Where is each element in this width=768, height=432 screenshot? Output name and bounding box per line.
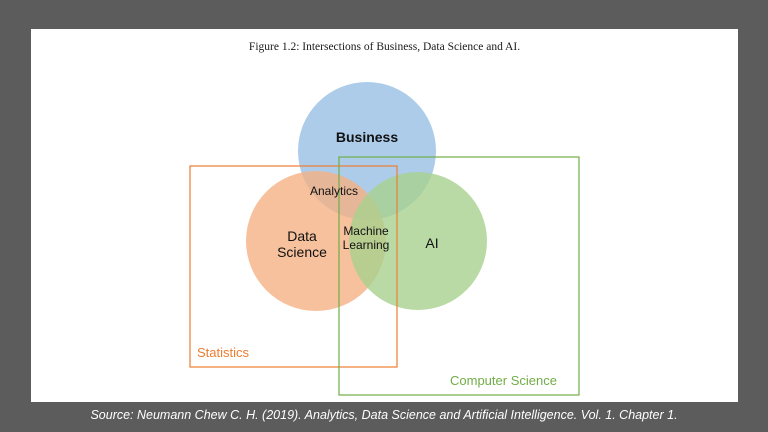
analytics-label: Analytics bbox=[309, 184, 359, 199]
venn-diagram bbox=[189, 82, 580, 396]
source-caption: Source: Neumann Chew C. H. (2019). Analy… bbox=[90, 408, 678, 422]
computer-science-box bbox=[338, 156, 580, 396]
figure-title: Figure 1.2: Intersections of Business, D… bbox=[248, 41, 521, 53]
ai-circle bbox=[349, 172, 487, 310]
ai-label: AI bbox=[425, 234, 439, 251]
slide-canvas: Figure 1.2: Intersections of Business, D… bbox=[31, 29, 738, 402]
business-label: Business bbox=[335, 128, 399, 145]
data-science-circle bbox=[246, 171, 386, 311]
computer-science-label: Computer Science bbox=[450, 373, 557, 388]
machine-learning-label: Machine Learning bbox=[342, 224, 390, 252]
statistics-label: Statistics bbox=[197, 345, 250, 360]
statistics-box bbox=[189, 165, 398, 368]
data-science-label: Data Science bbox=[277, 227, 327, 260]
